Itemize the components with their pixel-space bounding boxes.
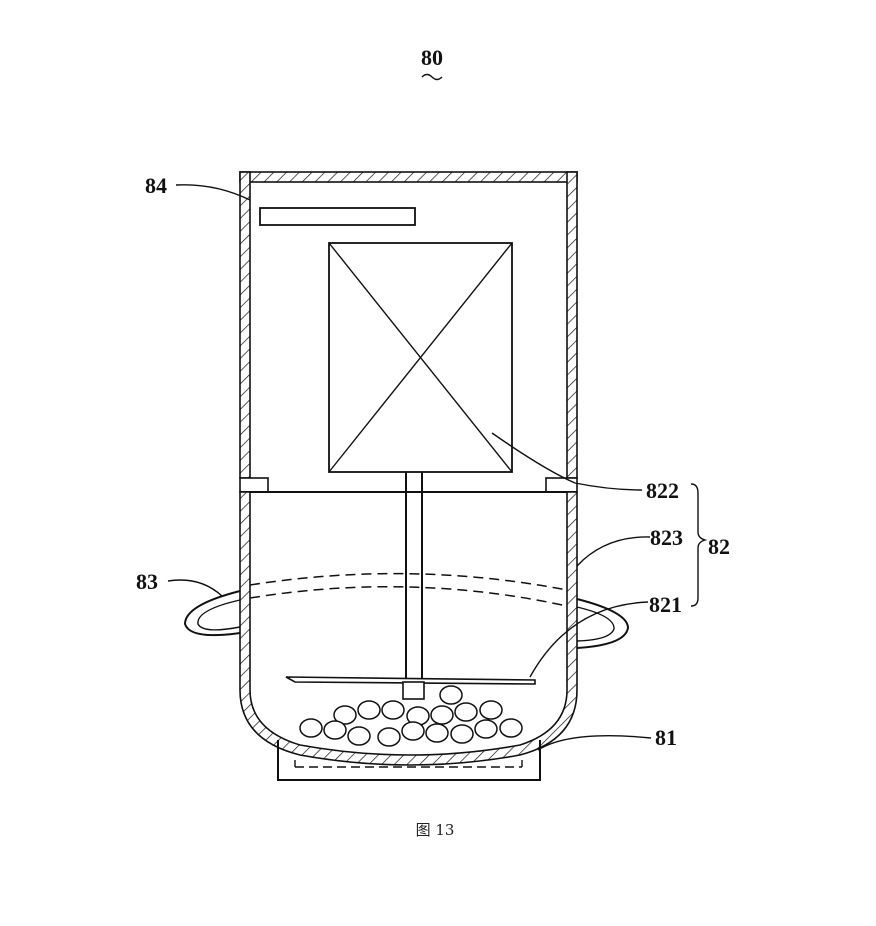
figure-caption: 图 13 — [416, 821, 455, 839]
pellet — [454, 702, 478, 722]
stirring-blade-821 — [285, 676, 536, 700]
pellet — [323, 720, 347, 740]
liquid-level-lines — [249, 572, 568, 607]
upper-housing — [239, 171, 578, 493]
label-823: 823 — [650, 525, 683, 550]
pellet — [377, 727, 401, 747]
stirring-shaft — [405, 472, 423, 680]
pellet — [333, 705, 357, 725]
pellet — [479, 700, 503, 720]
pellet — [347, 726, 371, 746]
bracket-82 — [690, 483, 708, 607]
reference-tilde — [421, 73, 443, 81]
label-822: 822 — [646, 478, 679, 503]
pellet — [430, 705, 454, 725]
label-83: 83 — [136, 569, 158, 594]
control-panel-84 — [259, 207, 416, 226]
motor-block — [328, 242, 513, 473]
container-wall-823 — [239, 491, 578, 766]
label-821: 821 — [649, 592, 682, 617]
leader-lines — [167, 184, 708, 751]
heating-base-81 — [277, 740, 541, 781]
pellet — [425, 723, 449, 743]
label-84: 84 — [145, 173, 167, 198]
label-82: 82 — [708, 534, 730, 559]
pellet — [381, 700, 405, 720]
pellet — [357, 700, 381, 720]
pellet — [474, 719, 498, 739]
label-81: 81 — [655, 725, 677, 750]
pellet — [499, 718, 523, 738]
pellet — [439, 685, 463, 705]
pellet — [450, 724, 474, 744]
handle-83 — [183, 590, 630, 649]
figure-reference-number: 80 — [421, 45, 443, 70]
ingredient-pellets — [299, 685, 523, 747]
pellet — [299, 718, 323, 738]
pellet — [401, 721, 425, 741]
